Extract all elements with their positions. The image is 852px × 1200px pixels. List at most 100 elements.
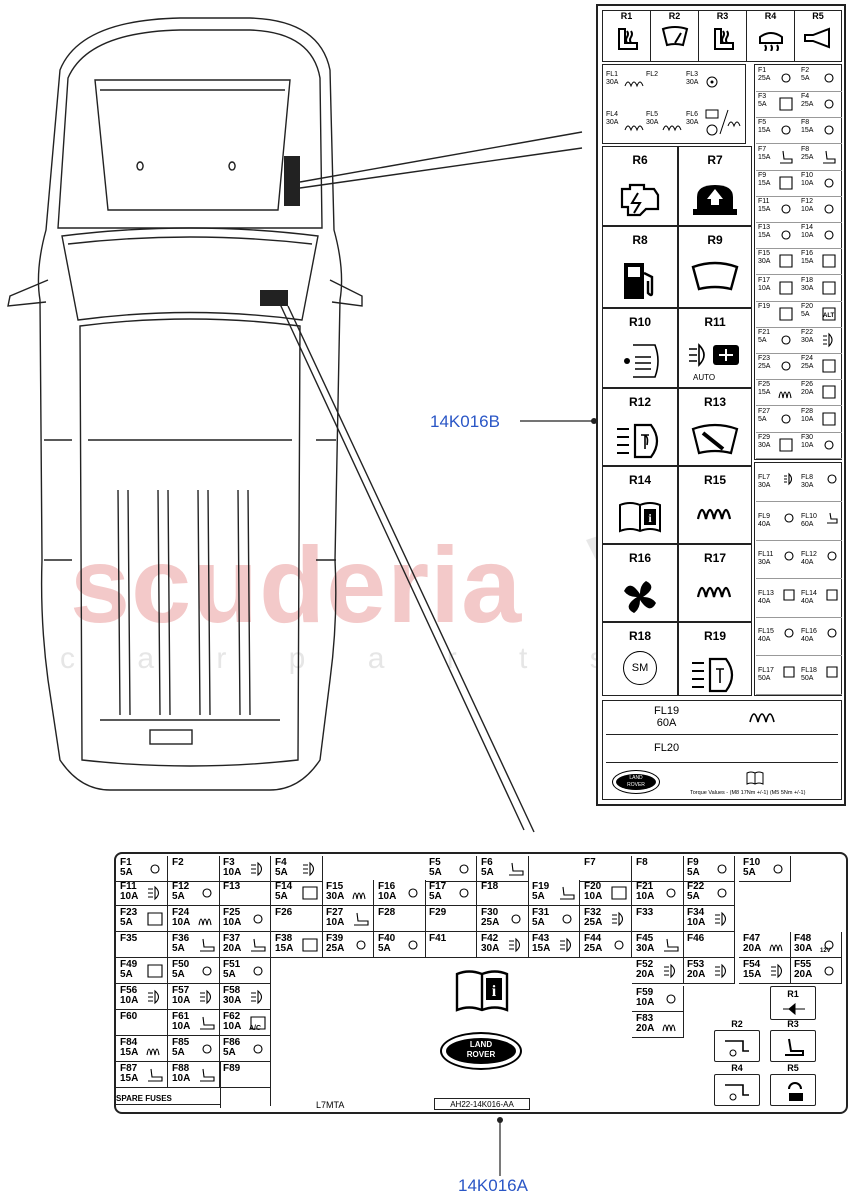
relay-r11: R11 AUTO [678,308,752,388]
lamp-icon [784,472,793,486]
lamp-icon [560,937,572,953]
info-book-icon: i [619,502,661,533]
box-icon [250,1016,266,1030]
fan-icon [511,914,521,924]
auto-headlamp-icon [689,343,739,367]
spare-fuses-label: SPARE FUSES [116,1094,172,1103]
alt-label: ALT [823,312,835,319]
fan-icon [824,125,834,135]
relay-r8: R8 [602,226,678,308]
fan-icon [824,966,834,976]
relay-r15: R15 [678,466,752,544]
lamp-icon [612,911,624,927]
vehicle-top-view [7,17,583,833]
panel-a-relay-r4: R4 [714,1063,760,1106]
fan-icon [784,513,794,523]
relay-r6: R6 [602,146,678,226]
relay-r4: R4 [747,11,795,61]
fan-icon [408,940,418,950]
fan-icon [781,335,791,345]
fan-icon [614,940,624,950]
callout-label-b: 14K016B [430,412,500,431]
fan-icon [784,551,794,561]
box-icon [611,886,627,900]
panel-a-fuse-f33: F33 [632,906,684,932]
fan-icon [202,1044,212,1054]
relay-r1: R1 [603,11,651,61]
windscreen-icon [691,261,739,291]
box-icon [822,385,836,399]
lamp-icon [771,963,783,979]
coil-icon [778,391,792,399]
fan-icon [824,940,834,950]
fuel-pump-relay-icon [693,185,737,215]
fuel-pump-icon [624,263,654,299]
centre-divider [270,958,271,1106]
box-icon [779,281,793,295]
svg-text:i: i [492,983,497,1000]
coil-icon [662,1024,676,1032]
relay-r10: R10 [602,308,678,388]
panel-a-fuse-f29: F29 [425,906,477,932]
seat-icon [148,1068,163,1082]
right-fuse-f19: F19 [756,302,799,328]
box-icon [779,438,793,452]
box-icon [826,666,838,678]
rear-defrost-icon [759,32,783,51]
diode-icon [783,1003,805,1015]
callout-leader-b [520,418,597,424]
fan-icon [824,440,834,450]
fan-icon [717,888,727,898]
callout-label-a: 14K016A [458,1176,528,1195]
windscreen-wiper-icon [661,26,689,47]
f62-ac-label: A/C [249,1025,262,1032]
fan-icon [202,966,212,976]
lamp-icon [715,963,727,979]
box-icon [779,307,793,321]
tow-coil-icon [705,109,741,136]
coil-icon [624,125,644,132]
wiper-icon [691,423,739,455]
panel-a-fuse-f89: F89 [219,1062,271,1088]
watermark-text: scuderia [70,524,523,645]
box-icon [822,307,836,321]
coil-icon [769,944,783,952]
seat-icon [560,886,575,900]
seat-icon [664,938,679,952]
